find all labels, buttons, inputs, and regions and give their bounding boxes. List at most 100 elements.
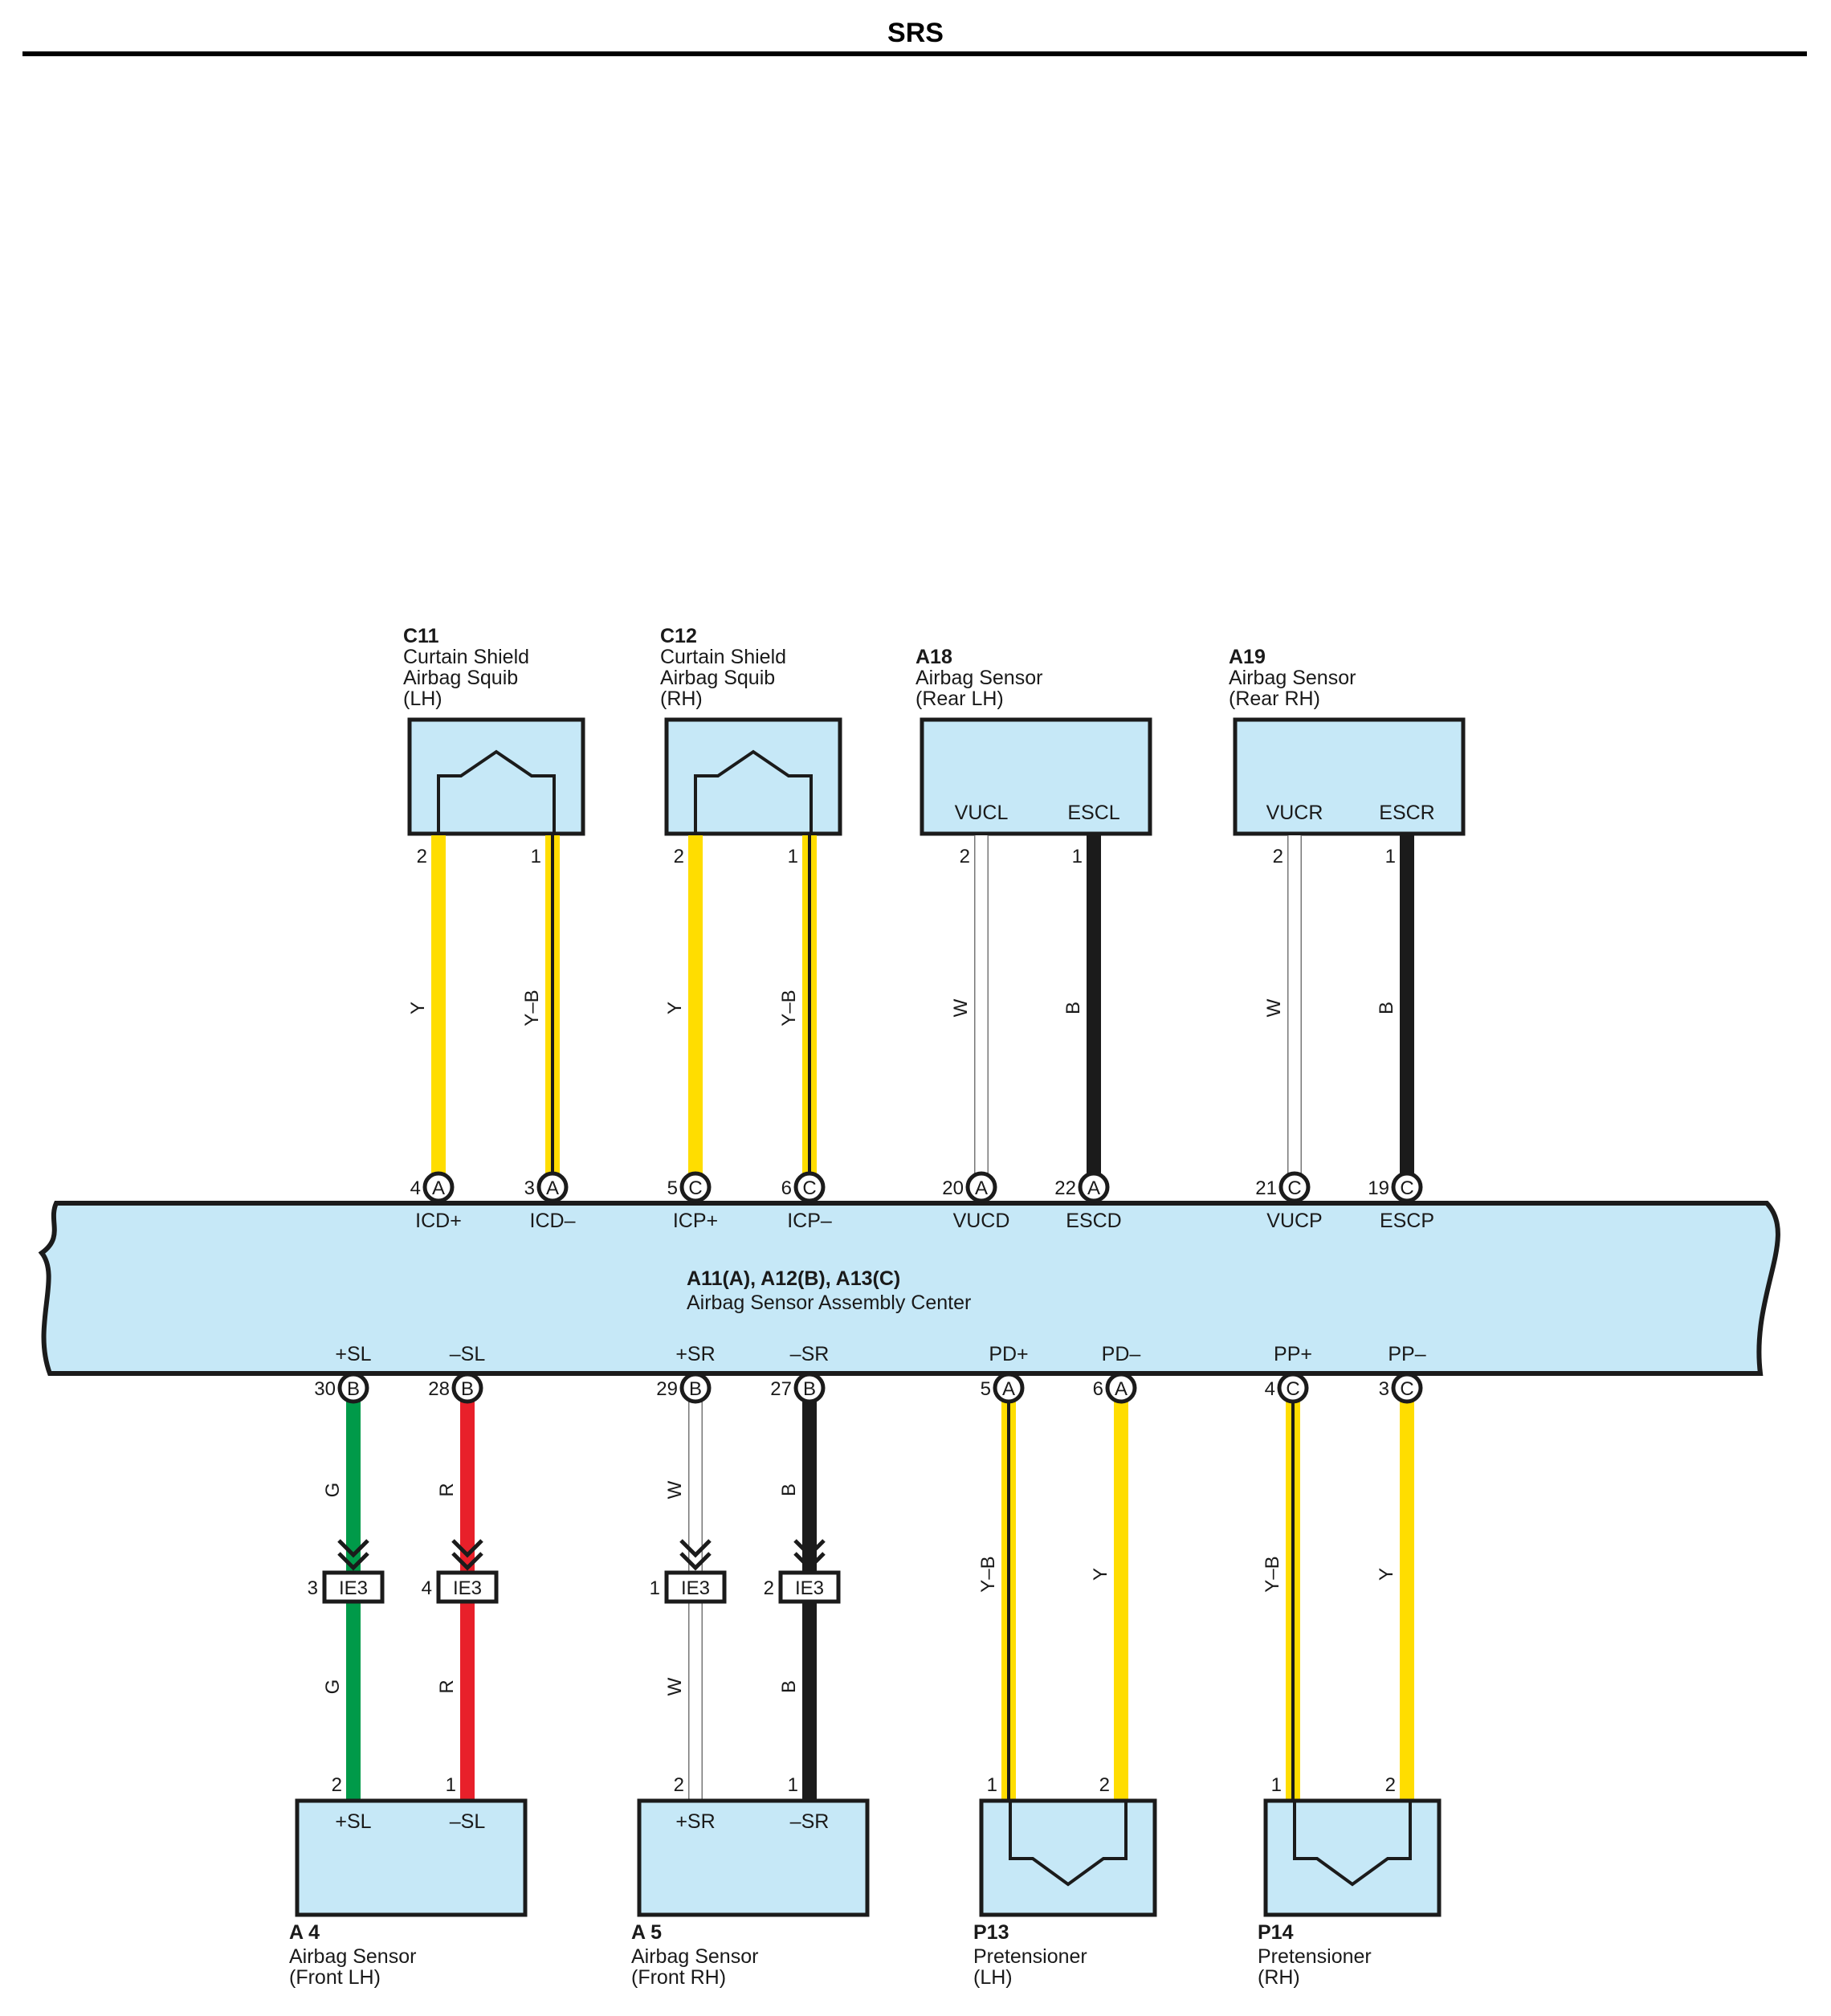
ecu-terminal: VUCD: [953, 1210, 1010, 1232]
ie3-label: IE3: [453, 1577, 482, 1599]
ecu-connector-letter: A: [1002, 1378, 1015, 1400]
ecu-connector-letter: C: [688, 1177, 702, 1199]
component-box: [979, 1798, 1157, 1917]
connector-chevron: [451, 1552, 483, 1571]
title-rule: [22, 51, 1807, 56]
wire-color-code: B: [1376, 1002, 1397, 1014]
component-pin: 2: [674, 846, 684, 867]
ie3-label: IE3: [795, 1577, 824, 1599]
connector-chevron: [337, 1552, 369, 1571]
wire-color-code: G: [322, 1679, 344, 1695]
component-pin: 2: [1099, 1774, 1110, 1796]
wire-color-code: Y: [664, 1002, 686, 1014]
component-box: [664, 717, 842, 836]
wire-color-code: W: [950, 998, 972, 1017]
ecu-terminal: –SR: [790, 1343, 830, 1365]
ecu-connector-marker: [1391, 1372, 1423, 1404]
ecu-terminal: ICP+: [673, 1210, 718, 1232]
component-pin: 1: [987, 1774, 997, 1796]
component-pin: 1: [531, 846, 541, 867]
connector-chevron: [451, 1539, 483, 1558]
connector-chevron: [793, 1552, 826, 1571]
component-desc: (RH): [660, 688, 703, 710]
ecu-pin: 30: [314, 1378, 336, 1400]
ecu-pin: 5: [667, 1177, 678, 1199]
component-desc: (Rear LH): [916, 688, 1004, 710]
component-box: [920, 717, 1152, 836]
wire-color-code: B: [778, 1680, 800, 1693]
pretensioner-symbol: [1293, 1801, 1412, 1887]
ecu-pin: 29: [656, 1378, 678, 1400]
ecu-connector-letter: A: [975, 1177, 988, 1199]
component-desc: (LH): [973, 1966, 1013, 1989]
ecu-terminal: ESCD: [1066, 1210, 1121, 1232]
ecu-connector-marker: [793, 1372, 826, 1404]
component-desc: Airbag Squib: [660, 667, 775, 689]
component-desc: Pretensioner: [1258, 1945, 1372, 1968]
component-box: [295, 1798, 528, 1917]
component-id: A 4: [289, 1921, 320, 1944]
connector-chevron: [679, 1552, 712, 1571]
ecu-connector-letter: C: [1286, 1378, 1299, 1400]
wire-color-code: R: [436, 1679, 458, 1693]
ecu-pin: 4: [410, 1177, 421, 1199]
component-pin: 1: [788, 1774, 798, 1796]
ecu-terminal: +SL: [335, 1343, 371, 1365]
component-pin: 2: [1273, 846, 1283, 867]
wire-color-code: Y: [1376, 1568, 1397, 1581]
ecu-pin: 27: [770, 1378, 792, 1400]
wire-color-code: R: [436, 1483, 458, 1496]
ecu-connector-marker: [337, 1372, 369, 1404]
ecu-terminal: PP–: [1388, 1343, 1425, 1365]
wire-color-code: Y–B: [521, 990, 543, 1026]
ecu-pin: 6: [1093, 1378, 1103, 1400]
component-desc: Curtain Shield: [403, 646, 529, 668]
ecu-pin: 19: [1368, 1177, 1389, 1199]
wire-color-code: B: [1062, 1002, 1084, 1014]
ecu-connector-marker: [793, 1171, 826, 1203]
ie3-label: IE3: [681, 1577, 710, 1599]
ecu-terminal: ICD–: [530, 1210, 576, 1232]
ecu-connector-letter: A: [1087, 1177, 1100, 1199]
component-desc: Curtain Shield: [660, 646, 786, 668]
component-pin: 2: [332, 1774, 342, 1796]
ecu-connector-marker: [451, 1372, 483, 1404]
component-desc: (RH): [1258, 1966, 1300, 1989]
ecu-connector-marker: [536, 1171, 569, 1203]
ecu-connector-letter: B: [689, 1378, 702, 1400]
component-id: C12: [660, 625, 697, 647]
component-desc: (Front LH): [289, 1966, 381, 1989]
component-desc: Airbag Sensor: [289, 1945, 416, 1968]
ie3-pin: 3: [308, 1577, 318, 1599]
ecu-pin: 4: [1265, 1378, 1275, 1400]
component-pin: 2: [960, 846, 970, 867]
connector-chevron: [337, 1539, 369, 1558]
component-id: A18: [916, 646, 952, 668]
component-id: A 5: [631, 1921, 662, 1944]
component-pin: 1: [1385, 846, 1396, 867]
ie3-connector: [322, 1570, 385, 1604]
wire-color-code: Y: [1090, 1568, 1111, 1581]
component-terminal: VUCL: [955, 802, 1009, 824]
wire-color-code: Y–B: [977, 1556, 999, 1592]
ie3-connector: [664, 1570, 727, 1604]
component-box: [637, 1798, 870, 1917]
component-pin: 2: [1385, 1774, 1396, 1796]
wire-color-code: Y: [407, 1002, 429, 1014]
ecu-connector-letter: B: [347, 1378, 360, 1400]
ecu-pin: 3: [1379, 1378, 1389, 1400]
wire-color-code: B: [778, 1483, 800, 1496]
ie3-pin: 2: [764, 1577, 774, 1599]
ecu-pin: 20: [942, 1177, 964, 1199]
wire-color-code: Y–B: [1262, 1556, 1283, 1592]
component-desc: Airbag Squib: [403, 667, 518, 689]
ecu-connector-letter: C: [1400, 1177, 1413, 1199]
component-terminal: +SL: [335, 1810, 371, 1833]
ecu-terminal: PD–: [1102, 1343, 1141, 1365]
component-desc: Pretensioner: [973, 1945, 1087, 1968]
ecu-terminal: –SL: [450, 1343, 486, 1365]
ecu-connector-marker: [1278, 1171, 1311, 1203]
component-terminal: +SR: [675, 1810, 715, 1833]
ecu-connector-marker: [1078, 1171, 1110, 1203]
ie3-pin: 1: [650, 1577, 660, 1599]
